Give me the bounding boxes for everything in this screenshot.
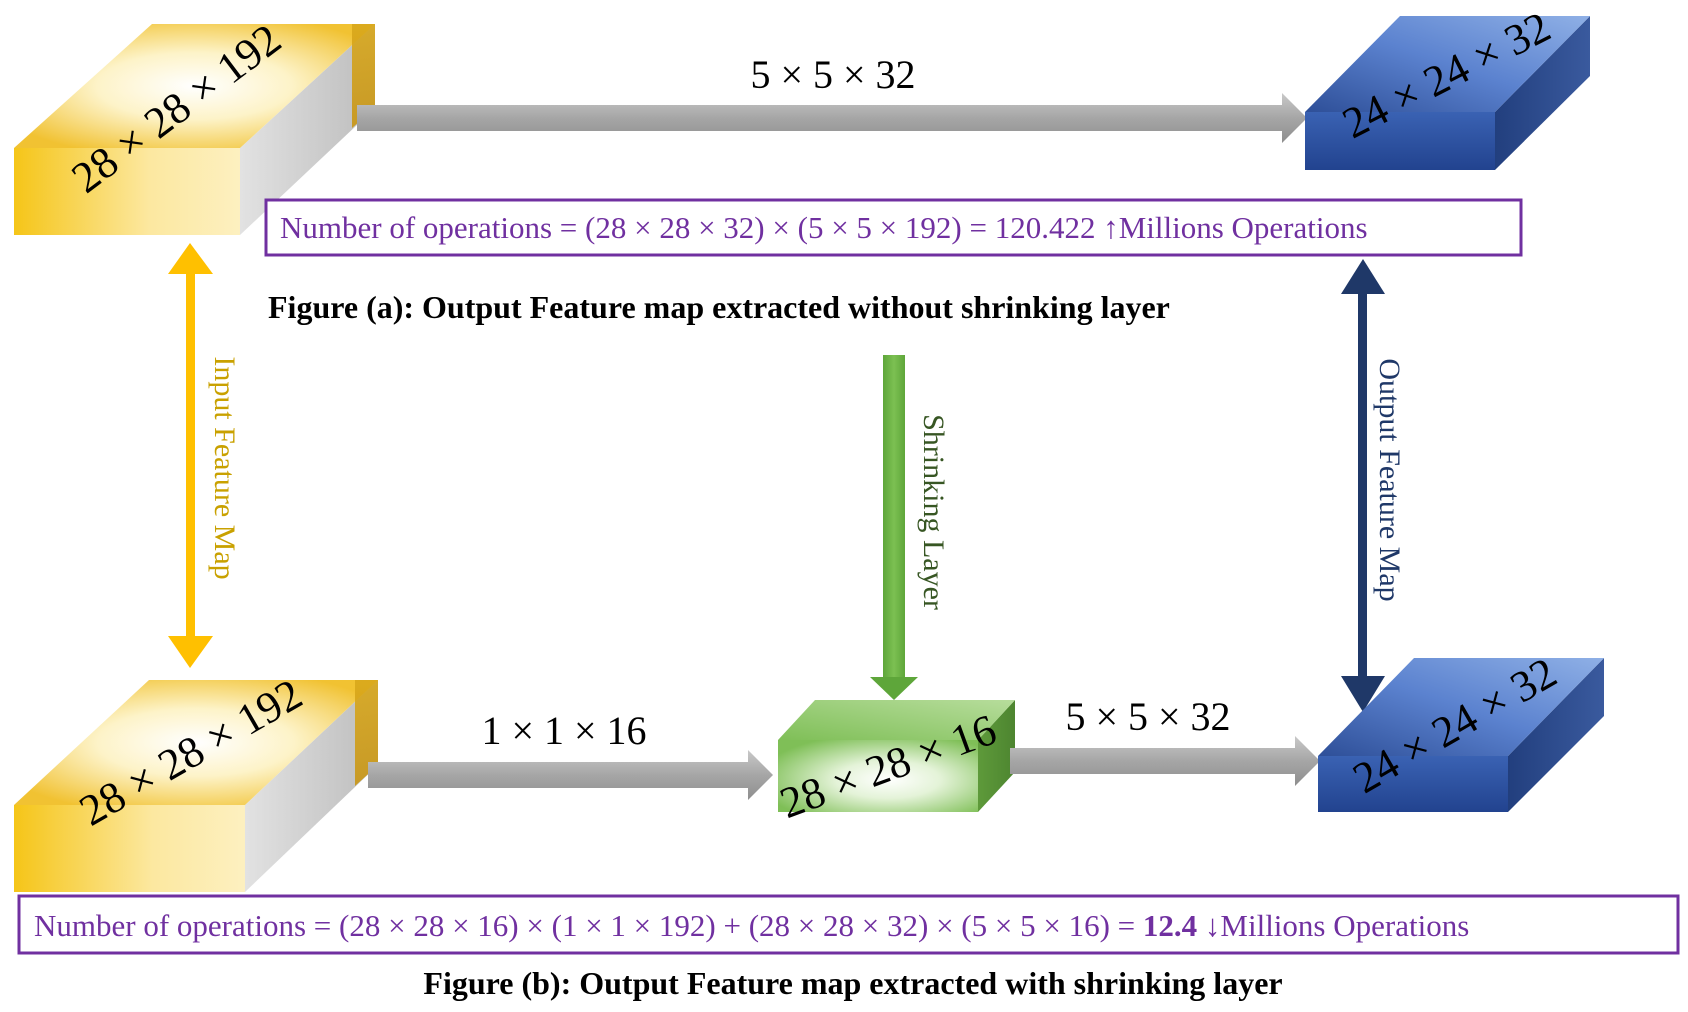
caption-b: Figure (b): Output Feature map extracted… [423,965,1282,1001]
conv-arrow-a [357,93,1307,143]
shrunk-block-b: 28 × 28 × 16 [774,700,1015,828]
output-block-a: 24 × 24 × 32 [1305,2,1590,170]
output-feature-map-label: Output Feature Map [1373,358,1406,601]
formula-b-value: 12.4 [1143,908,1197,943]
formula-b-suffix: ↓Millions Operations [1197,908,1469,943]
shrinking-layer-arrow [870,355,918,700]
conv-label-a: 5 × 5 × 32 [750,52,915,97]
formula-box-a: Number of operations = (28 × 28 × 32) × … [264,198,1523,257]
input-block-b: 28 × 28 × 192 [14,669,378,892]
shrink-conv-label-b: 1 × 1 × 16 [481,708,646,753]
conv-label-b: 5 × 5 × 32 [1065,694,1230,739]
input-feature-map-arrow [168,243,213,668]
input-feature-map-label: Input Feature Map [208,356,241,579]
formula-box-b: Number of operations = (28 × 28 × 16) × … [17,894,1680,955]
formula-a: Number of operations = (28 × 28 × 32) × … [280,210,1368,245]
caption-a: Figure (a): Output Feature map extracted… [268,289,1170,325]
shrinking-layer-label: Shrinking Layer [917,414,950,610]
output-feature-map-arrow [1341,259,1385,712]
formula-b: Number of operations = (28 × 28 × 16) × … [34,908,1469,943]
formula-b-prefix: Number of operations = (28 × 28 × 16) × … [34,908,1143,943]
shrink-conv-arrow-b [368,750,773,800]
conv-arrow-b [1010,736,1320,786]
